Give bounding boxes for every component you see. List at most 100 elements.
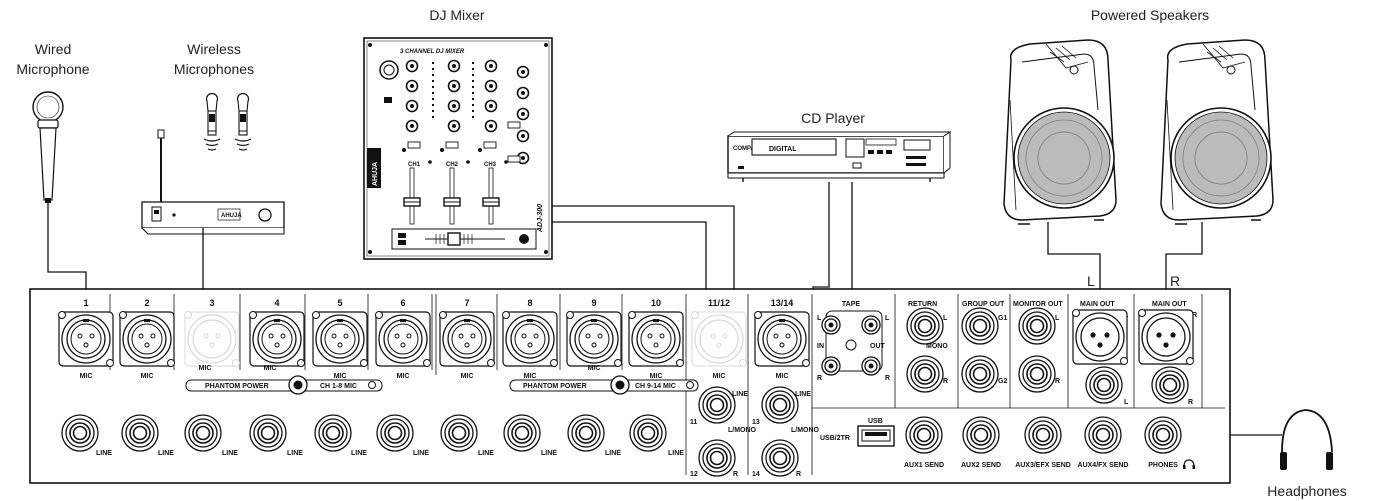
xlr-mic-input-7[interactable]	[438, 310, 496, 368]
wireless-microphone-2	[234, 92, 252, 151]
receiver-brand: AHUJA	[221, 213, 242, 219]
main-out-right-xlr[interactable]	[1137, 308, 1195, 366]
return-l-label: L	[943, 315, 948, 322]
mic-label: MIC	[264, 365, 277, 372]
group-out-label: GROUP OUT	[962, 301, 1005, 308]
line-label: LINE	[478, 450, 494, 457]
main-out-left-jack[interactable]	[1085, 366, 1123, 404]
xlr-mic-input-3[interactable]	[183, 310, 241, 368]
tape-out-right-jack[interactable]	[861, 356, 881, 376]
mic-label: MIC	[713, 373, 726, 380]
tape-label: TAPE	[842, 301, 860, 308]
phantom-power-switch-1[interactable]	[288, 375, 308, 395]
tape-in-left-jack[interactable]	[821, 315, 841, 335]
line-input-5[interactable]	[314, 414, 352, 452]
stereo-line-input-12[interactable]	[698, 439, 736, 477]
aux3-efx-send-jack[interactable]	[1024, 416, 1062, 454]
xlr-mic-input-11-12[interactable]	[690, 310, 748, 368]
main-out-right-jack[interactable]	[1151, 366, 1189, 404]
return-right-jack[interactable]	[906, 355, 944, 393]
xlr-mic-input-13-14[interactable]	[753, 310, 811, 368]
xlr-mic-input-2[interactable]	[118, 310, 176, 368]
monitor-l-label: L	[1055, 315, 1060, 322]
dj-mixer-channel-1: CH1	[408, 162, 421, 168]
stereo-line-input-13[interactable]	[761, 386, 799, 424]
line-input-10[interactable]	[629, 414, 667, 452]
group-out-section: GROUP OUT G1 G2	[962, 301, 1007, 385]
mic-label: MIC	[524, 373, 537, 380]
mic-labels: MIC MIC MIC MIC MIC MIC MIC MIC MIC MIC …	[80, 365, 789, 380]
phantom-power-switch-2[interactable]	[610, 375, 630, 395]
line-label: LINE	[668, 450, 684, 457]
wireless-mics-caption-1: Wireless	[187, 41, 241, 57]
dj-mixer-channel-3: CH3	[484, 162, 497, 168]
xlr-mic-input-4[interactable]	[248, 310, 306, 368]
line-input-4[interactable]	[249, 414, 287, 452]
monitor-out-left-jack[interactable]	[1018, 307, 1056, 345]
xlr-mic-input-1[interactable]	[57, 310, 115, 368]
phones-jack[interactable]	[1144, 416, 1182, 454]
mixer-channel-numbers: 1 2 3 4 5 6 7 8 9 10 11/12 13/14	[83, 298, 793, 308]
line-label: LINE	[413, 450, 429, 457]
group-out-g1-jack[interactable]	[961, 307, 999, 345]
line-label: LINE	[96, 450, 112, 457]
aux2-send-jack[interactable]	[962, 416, 1000, 454]
main-out-left-xlr[interactable]	[1071, 308, 1129, 366]
tape-out-label: OUT	[870, 343, 886, 350]
mic-label: MIC	[397, 373, 410, 380]
line-label: LINE	[287, 450, 303, 457]
monitor-out-right-jack[interactable]	[1018, 355, 1056, 393]
tape-out-left-jack[interactable]	[861, 315, 881, 335]
mic-label: MIC	[199, 365, 212, 372]
dj-mixer: 3 CHANNEL DJ MIXER AHUJA C	[363, 37, 553, 260]
speaker-right-cable	[1165, 222, 1203, 300]
xlr-mic-input-5[interactable]	[311, 310, 369, 368]
channel-number: 3	[209, 298, 214, 308]
wired-microphone	[32, 91, 64, 203]
mic-label: MIC	[776, 373, 789, 380]
group-g2-label: G2	[998, 378, 1007, 385]
stereo-input-labels: LINE L/MONO R 11 12 LINE L/MONO R 13 14	[690, 391, 820, 478]
mic-label: MIC	[461, 373, 474, 380]
dj-mixer-channel-2: CH2	[446, 162, 459, 168]
stereo-line-input-11[interactable]	[698, 386, 736, 424]
line-input-1[interactable]	[61, 414, 99, 452]
dj-mixer-model: ADJ-300	[537, 204, 544, 233]
aux1-send-jack[interactable]	[905, 416, 943, 454]
phantom-power-label: PHANTOM POWER	[523, 383, 587, 390]
stereo-r-label: R	[796, 471, 801, 478]
mic-label: MIC	[334, 373, 347, 380]
mic-label: MIC	[141, 373, 154, 380]
phantom-group-2-label: CH 9-14 MIC	[635, 383, 676, 390]
channel-number: 7	[464, 298, 469, 308]
channel-number: 4	[274, 298, 279, 308]
speaker-right-label: R	[1170, 273, 1180, 289]
line-input-6[interactable]	[376, 414, 414, 452]
stereo-line-input-14[interactable]	[761, 439, 799, 477]
main-out-jack-l-label: L	[1124, 399, 1129, 406]
line-input-7[interactable]	[440, 414, 478, 452]
line-input-9[interactable]	[567, 414, 605, 452]
phones-label: PHONES	[1148, 462, 1178, 469]
return-r-label: R	[943, 378, 948, 385]
xlr-mic-input-9[interactable]	[565, 310, 623, 368]
powered-speaker-left	[1003, 39, 1117, 225]
line-input-3[interactable]	[184, 414, 222, 452]
group-out-g2-jack[interactable]	[961, 355, 999, 393]
channel-number: 1	[83, 298, 88, 308]
xlr-mic-input-8[interactable]	[501, 310, 559, 368]
xlr-mic-input-6[interactable]	[374, 310, 432, 368]
line-input-2[interactable]	[121, 414, 159, 452]
mic-label: MIC	[650, 373, 663, 380]
xlr-mic-input-10[interactable]	[627, 310, 685, 368]
stereo-line-label: LINE	[732, 391, 748, 398]
line-label: LINE	[605, 450, 621, 457]
usb-port[interactable]	[857, 425, 895, 447]
return-left-jack[interactable]	[906, 307, 944, 345]
aux4-fx-send-jack[interactable]	[1084, 416, 1122, 454]
tape-in-right-jack[interactable]	[821, 356, 841, 376]
stereo-lmono-label: L/MONO	[728, 427, 757, 434]
dj-mixer-caption: DJ Mixer	[429, 7, 485, 23]
line-input-8[interactable]	[503, 414, 541, 452]
